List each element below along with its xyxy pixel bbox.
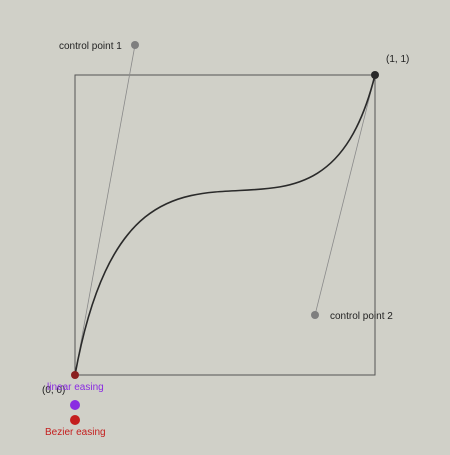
- linear-easing-ball: [70, 400, 80, 410]
- start-point: [71, 371, 79, 379]
- control-point-1-handle[interactable]: [131, 41, 139, 49]
- control-point-2-label: control point 2: [330, 311, 393, 322]
- unit-square-frame: [74, 74, 376, 376]
- end-point: [371, 71, 379, 79]
- control-point-2-handle[interactable]: [311, 311, 319, 319]
- control-handle-line-2: [314, 74, 376, 316]
- bezier-easing-label: Bezier easing: [45, 427, 106, 438]
- control-point-1-label: control point 1: [59, 41, 122, 52]
- bezier-easing-ball: [70, 415, 80, 425]
- end-point-label: (1, 1): [386, 54, 409, 65]
- control-handle-line-1: [74, 44, 136, 376]
- bezier-curve: [74, 74, 376, 376]
- linear-easing-label: linear easing: [47, 382, 104, 393]
- origin-label: (0, 0): [42, 385, 65, 396]
